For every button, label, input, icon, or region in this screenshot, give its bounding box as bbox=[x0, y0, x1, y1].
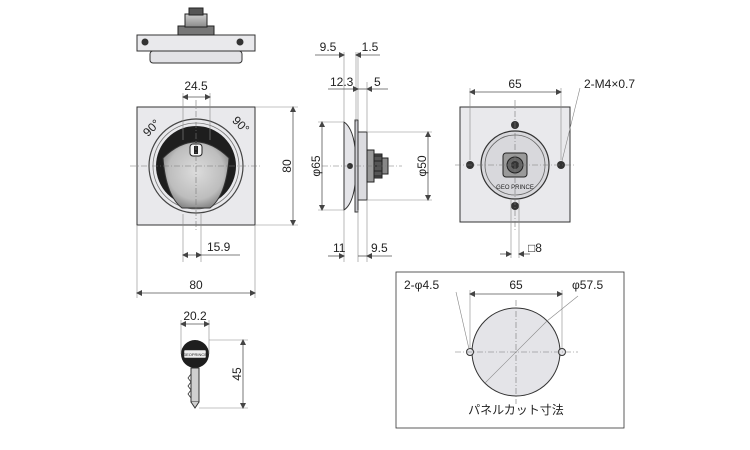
top-screw-right-icon bbox=[236, 38, 244, 46]
dim-front-width: 80 bbox=[189, 278, 203, 292]
key-label: GEOPRINCE bbox=[183, 352, 207, 357]
back-dimensions: 65 2-M4×0.7 □8 bbox=[469, 77, 635, 258]
dim-side-a: 9.5 bbox=[320, 40, 337, 54]
side-view bbox=[322, 119, 402, 213]
dim-side-bottom-a: 11 bbox=[333, 241, 346, 255]
dim-back-pitch: 65 bbox=[508, 77, 522, 91]
key-dimensions: 20.2 45 bbox=[180, 309, 248, 409]
dim-back-square: □8 bbox=[528, 241, 542, 255]
dim-side-plate-dia: φ65 bbox=[309, 155, 323, 176]
top-screw-left-icon bbox=[141, 38, 149, 46]
panel-cut-holes-label: 2-φ4.5 bbox=[404, 278, 439, 292]
panel-cut-caption: パネルカット寸法 bbox=[468, 403, 564, 417]
dim-side-b: 1.5 bbox=[362, 40, 379, 54]
front-dimensions: 24.5 15.9 80 80 bbox=[136, 79, 298, 298]
dim-front-height: 80 bbox=[280, 159, 294, 173]
dim-knob-width: 24.5 bbox=[184, 79, 208, 93]
top-spindle bbox=[184, 13, 208, 28]
panel-cut-view: 2-φ4.5 65 φ57.5 パネルカット寸法 bbox=[395, 271, 625, 429]
dim-key-length: 45 bbox=[230, 367, 244, 381]
panel-cut-pitch-label: 65 bbox=[509, 278, 523, 292]
back-view: GEO PRINCE bbox=[455, 100, 575, 230]
dim-side-d: 5 bbox=[374, 75, 381, 89]
dim-side-body-dia: φ50 bbox=[415, 155, 429, 176]
key-view: GEOPRINCE bbox=[181, 340, 209, 409]
dim-offset: 15.9 bbox=[207, 240, 231, 254]
top-body bbox=[149, 50, 243, 64]
dim-key-width: 20.2 bbox=[183, 309, 207, 323]
key-blade bbox=[190, 367, 200, 403]
back-screw-right-icon bbox=[557, 161, 565, 169]
top-view bbox=[136, 7, 256, 64]
front-view: 90° 90° bbox=[130, 100, 262, 232]
dim-side-c: 12.3 bbox=[330, 75, 354, 89]
panel-cut-dia-label: φ57.5 bbox=[572, 278, 603, 292]
side-dimensions: 9.5 1.5 12.3 5 φ65 φ50 11 9.5 bbox=[309, 40, 432, 262]
dim-back-screw: 2-M4×0.7 bbox=[584, 77, 635, 91]
dim-side-bottom-b: 9.5 bbox=[371, 241, 388, 255]
